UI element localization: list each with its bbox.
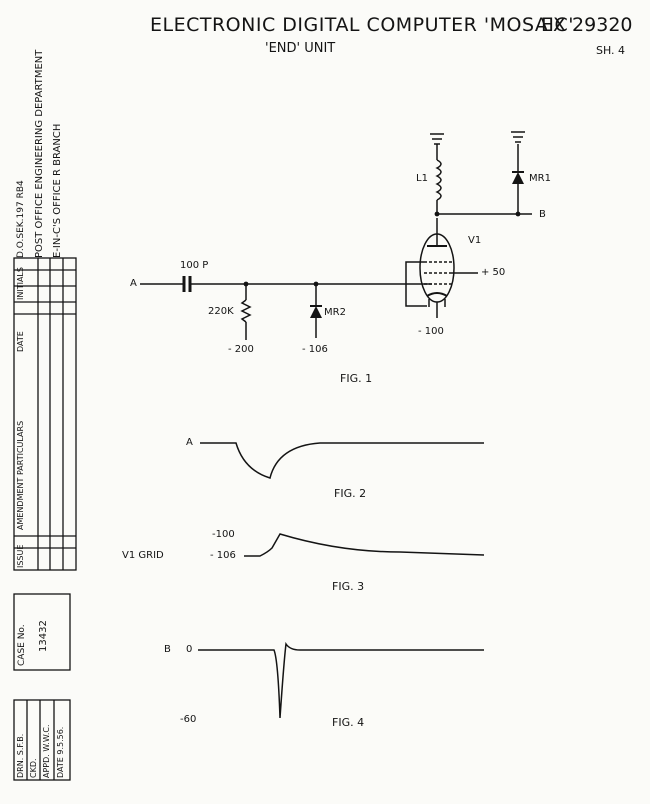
drawing-number: EX 29320 — [541, 14, 633, 36]
mr2-supply-label: - 106 — [302, 344, 328, 355]
cathode-supply-label: - 100 — [418, 326, 444, 337]
sheet-number: SH. 4 — [596, 44, 626, 57]
mr1-label: MR1 — [529, 173, 551, 184]
fig3-caption: FIG. 3 — [332, 580, 365, 593]
fig3-level-low: - 106 — [210, 550, 236, 561]
resistor-label: 220K — [208, 306, 234, 317]
fig2-caption: FIG. 2 — [334, 487, 367, 500]
drawing-subtitle: 'END' UNIT — [265, 41, 336, 56]
fig4-level-zero: 0 — [186, 644, 193, 655]
mr2-label: MR2 — [324, 307, 346, 318]
mr2-diode-icon — [310, 306, 322, 318]
output-label: B — [539, 209, 546, 220]
fig2-label: A — [186, 437, 193, 448]
screen-supply-label: + 50 — [481, 267, 506, 278]
fig4-label: B — [164, 644, 171, 655]
fig4-level-low: -60 — [180, 714, 197, 725]
capacitor-label: 100 P — [180, 260, 209, 271]
fig3-label: V1 GRID — [122, 550, 164, 561]
resistor-supply-label: - 200 — [228, 344, 254, 355]
mr1-diode-icon — [512, 172, 524, 184]
fig1-input-label: A — [130, 278, 137, 289]
inductor-label: L1 — [416, 173, 428, 184]
fig4-caption: FIG. 4 — [332, 716, 365, 729]
drawing-title: ELECTRONIC DIGITAL COMPUTER 'MOSAIC' — [150, 14, 574, 36]
fig3-level-high: -100 — [212, 529, 235, 540]
valve-label: V1 — [468, 235, 482, 246]
fig1-caption: FIG. 1 — [340, 372, 373, 385]
